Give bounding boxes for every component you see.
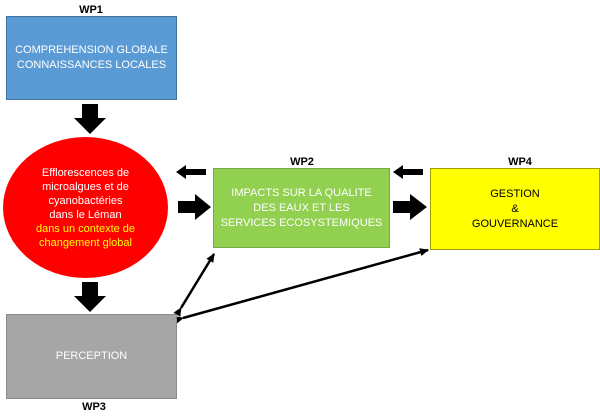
wp4-label: WP4: [508, 156, 532, 168]
core-ellipse: Efflorescences de microalgues et de cyan…: [3, 137, 168, 278]
arrow-wp3-wp4-double: [174, 248, 429, 324]
wp3-box: PERCEPTION: [6, 314, 177, 399]
wp2-box: IMPACTS SUR LA QUALITE DES EAUX ET LES S…: [213, 168, 390, 248]
wp4-line: GOUVERNANCE: [471, 217, 559, 230]
arrow-wp1-to-core: [74, 104, 106, 134]
arrow-wp2-to-wp4: [393, 194, 427, 220]
wp4-box: GESTION & GOUVERNANCE: [430, 168, 600, 250]
wp1-text: COMPREHENSION GLOBALE CONNAISSANCES LOCA…: [15, 43, 168, 73]
wp3-label: WP3: [82, 401, 106, 413]
arrow-wp2-to-core: [176, 165, 206, 179]
wp2-line: DES EAUX ET LES: [253, 201, 350, 214]
wp4-line: GESTION: [490, 187, 540, 200]
arrow-core-to-wp2: [178, 194, 211, 220]
core-line: cyanobactéries: [48, 194, 123, 207]
core-line: Efflorescences de: [41, 166, 130, 179]
wp2-label: WP2: [290, 156, 314, 168]
arrow-wp4-to-wp2: [393, 165, 423, 179]
arrow-core-to-wp3: [74, 282, 106, 312]
wp1-line: CONNAISSANCES LOCALES: [16, 59, 167, 71]
wp4-line: &: [511, 202, 519, 215]
wp2-line: IMPACTS SUR LA QUALITE: [231, 186, 372, 199]
core-line: microalgues et de: [42, 180, 129, 193]
wp2-line: SERVICES ECOSYSTEMIQUES: [220, 216, 383, 229]
wp3-text: PERCEPTION: [56, 349, 128, 364]
wp3-line: PERCEPTION: [55, 350, 128, 362]
wp1-label: WP1: [79, 4, 103, 16]
wp1-line: COMPREHENSION GLOBALE: [15, 44, 168, 56]
core-line: dans le Léman: [49, 208, 122, 221]
wp1-box: COMPREHENSION GLOBALE CONNAISSANCES LOCA…: [6, 16, 177, 100]
core-highlight-line: changement global: [39, 236, 132, 249]
wp4-text: GESTION & GOUVERNANCE: [472, 187, 558, 232]
wp2-text: IMPACTS SUR LA QUALITE DES EAUX ET LES S…: [221, 186, 383, 231]
core-highlight-line: dans un contexte de: [35, 222, 136, 235]
arrow-wp3-wp2-double: [173, 253, 216, 317]
